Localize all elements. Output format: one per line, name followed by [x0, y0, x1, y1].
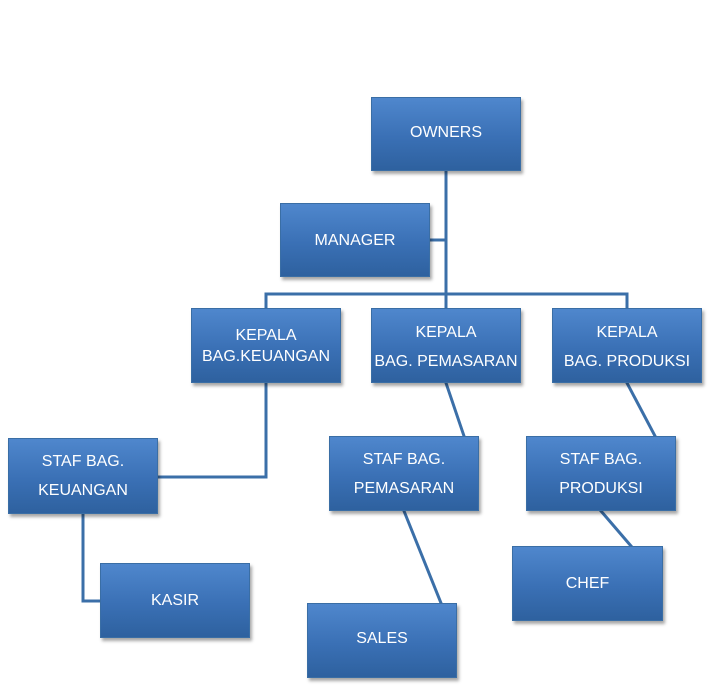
- connector-staf-keuangan-kasir: [81, 512, 102, 603]
- node-kepala-keuangan-line1: KEPALA: [235, 326, 297, 344]
- connector-kepala-produksi-staf: [624, 380, 658, 439]
- node-manager: MANAGER: [280, 203, 430, 277]
- node-kepala-pemasaran: KEPALA BAG. PEMASARAN: [371, 308, 521, 383]
- node-staf-pemasaran-line1: STAF BAG.: [362, 450, 446, 468]
- node-kepala-keuangan-line2: BAG.KEUANGAN: [201, 347, 331, 365]
- node-owners-label: OWNERS: [410, 124, 482, 141]
- node-kasir-label: KASIR: [150, 592, 199, 609]
- connector-staf-produksi-chef: [598, 508, 634, 549]
- node-kepala-produksi-line1: KEPALA: [596, 324, 658, 341]
- node-staf-pemasaran: STAF BAG. PEMASARAN: [329, 436, 479, 511]
- node-kepala-pemasaran-line2: BAG. PEMASARAN: [374, 353, 518, 370]
- node-staf-produksi: STAF BAG. PRODUKSI: [526, 436, 676, 511]
- node-kepala-pemasaran-line1: KEPALA: [415, 324, 477, 341]
- node-staf-produksi-line1: STAF BAG.: [559, 450, 643, 468]
- node-staf-produksi-line2: PRODUKSI: [559, 479, 643, 497]
- node-kasir: KASIR: [100, 563, 250, 638]
- connector-kepala-keuangan-staf: [156, 381, 268, 479]
- node-sales: SALES: [307, 603, 457, 678]
- node-kepala-produksi-line2: BAG. PRODUKSI: [563, 353, 691, 370]
- connector-kepala-pemasaran-staf: [444, 381, 466, 438]
- node-chef: CHEF: [512, 546, 663, 621]
- connector-staf-pemasaran-sales: [402, 509, 443, 605]
- node-owners: OWNERS: [371, 97, 521, 171]
- node-staf-keuangan: STAF BAG. KEUANGAN: [8, 438, 158, 514]
- node-staf-keuangan-line1: STAF BAG.: [41, 453, 125, 470]
- node-kepala-produksi: KEPALA BAG. PRODUKSI: [552, 308, 702, 383]
- node-staf-keuangan-line2: KEUANGAN: [38, 482, 128, 499]
- node-kepala-keuangan: KEPALA BAG.KEUANGAN: [191, 308, 341, 383]
- node-manager-label: MANAGER: [314, 231, 396, 249]
- node-sales-label: SALES: [356, 630, 408, 647]
- node-chef-label: CHEF: [565, 575, 610, 592]
- node-staf-pemasaran-line2: PEMASARAN: [353, 479, 455, 497]
